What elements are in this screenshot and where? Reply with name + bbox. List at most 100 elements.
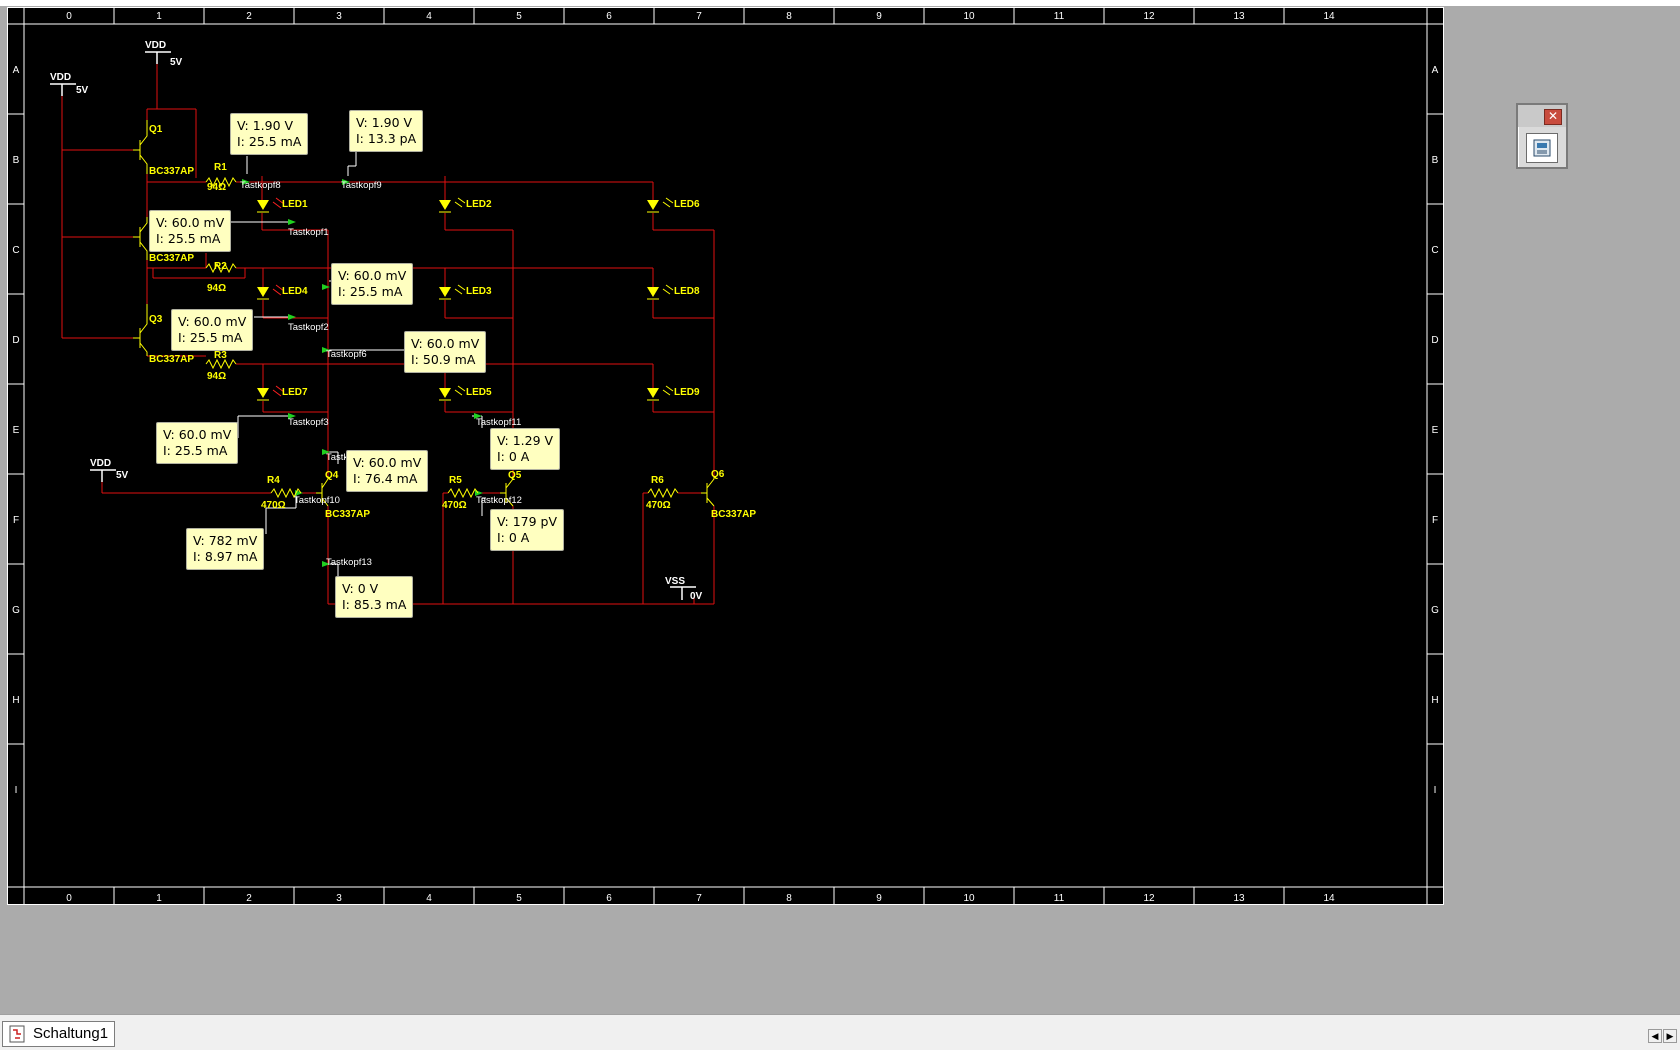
multimeter-icon — [1533, 139, 1551, 157]
ruler-column-label: 10 — [963, 11, 975, 22]
sheet-tab[interactable]: Schaltung1 — [2, 1021, 116, 1047]
ruler-column-label: 12 — [1143, 11, 1155, 22]
ruler-column-label: 11 — [1054, 11, 1065, 22]
ruler-column-label: 2 — [246, 11, 252, 22]
ruler-column-label: 5 — [516, 893, 522, 904]
sheet-tab-label: Schaltung1 — [33, 1025, 109, 1042]
q6-model: BC337AP — [711, 509, 756, 520]
ruler-row-label: H — [12, 695, 19, 706]
ruler-column-label: 2 — [246, 893, 252, 904]
r5-ref: R5 — [449, 475, 462, 486]
led3-label: LED3 — [466, 286, 492, 297]
ruler-column-label: 14 — [1323, 11, 1335, 22]
ruler-column-label: 7 — [696, 893, 702, 904]
q1-ref: Q1 — [149, 124, 163, 135]
r6-ref: R6 — [651, 475, 664, 486]
led4-symbol — [257, 284, 285, 300]
probe3-name: Tastkopf3 — [288, 417, 329, 428]
ruler-row-label: D — [1431, 335, 1438, 346]
ruler-column-label: 11 — [1054, 893, 1065, 904]
ruler-column-label: 13 — [1233, 893, 1245, 904]
probe1-name: Tastkopf1 — [288, 227, 329, 238]
ruler-column-label: 8 — [786, 893, 792, 904]
led1-symbol — [257, 197, 285, 213]
ruler-column-label: 6 — [606, 893, 612, 904]
ruler-row-label: E — [1432, 425, 1439, 436]
ruler-column-label: 12 — [1143, 893, 1155, 904]
svg-text:VDD: VDD — [90, 458, 111, 469]
q2-model: BC337AP — [149, 253, 194, 264]
ruler-row-label: B — [13, 155, 20, 166]
probe9-name: Tastkopf9 — [341, 180, 382, 191]
r1-value: 94Ω — [207, 182, 226, 193]
resistor-symbols — [205, 176, 679, 499]
q5-ref: Q5 — [508, 470, 522, 481]
led4-label: LED4 — [282, 286, 308, 297]
ruler-row-label: I — [15, 785, 18, 796]
transistor-symbols — [133, 120, 715, 507]
probe8-name: Tastkopf8 — [240, 180, 281, 191]
close-icon[interactable]: ✕ — [1544, 109, 1562, 125]
sheet-border — [8, 8, 1443, 904]
schematic-canvas[interactable]: 0011223344556677889910101111121213131414… — [8, 8, 1443, 904]
ruler-column-label: 1 — [156, 893, 162, 904]
ruler-row-label: G — [12, 605, 20, 616]
schematic-icon — [9, 1025, 25, 1043]
probe2-name: Tastkopf2 — [288, 322, 329, 333]
ruler-column-label: 13 — [1233, 11, 1245, 22]
q1-model: BC337AP — [149, 166, 194, 177]
r6-value: 470Ω — [646, 500, 671, 511]
r3-ref: R3 — [214, 350, 227, 361]
led7-symbol — [257, 385, 285, 401]
led9-symbol — [647, 385, 674, 401]
scroll-left-icon[interactable]: ◀ — [1648, 1029, 1662, 1043]
ruler-column-label: 4 — [426, 893, 432, 904]
ruler-column-label: 3 — [336, 11, 342, 22]
instrument-window[interactable]: ✕ — [1516, 103, 1568, 169]
ruler-column-label: 9 — [876, 11, 882, 22]
vdd-3: VDD 5V — [90, 458, 129, 481]
ruler-column-label: 0 — [66, 893, 72, 904]
instrument-button[interactable] — [1526, 133, 1558, 163]
ruler-column-label: 6 — [606, 11, 612, 22]
ruler-row-label: F — [1432, 515, 1438, 526]
led6-label: LED6 — [674, 199, 700, 210]
scroll-right-icon[interactable]: ▶ — [1663, 1029, 1677, 1043]
ruler-row-label: A — [13, 65, 20, 76]
ruler-row-label: E — [13, 425, 20, 436]
led1-label: LED1 — [282, 199, 308, 210]
ruler-column-label: 9 — [876, 893, 882, 904]
window-top-edge — [0, 0, 1680, 6]
ruler-row-label: H — [1431, 695, 1438, 706]
ruler-row-label: B — [1432, 155, 1439, 166]
r5-value: 470Ω — [442, 500, 467, 511]
wires — [61, 52, 715, 605]
svg-text:0V: 0V — [690, 591, 703, 602]
ruler-row-label: A — [1432, 65, 1439, 76]
svg-text:5V: 5V — [170, 57, 183, 68]
ruler-column-label: 8 — [786, 11, 792, 22]
probe10-name: Tastkopf10 — [294, 495, 340, 506]
r2-ref: R2 — [214, 261, 227, 272]
led9-label: LED9 — [674, 387, 700, 398]
q4-ref: Q4 — [325, 470, 339, 481]
svg-text:VDD: VDD — [50, 72, 71, 83]
q6-ref: Q6 — [711, 469, 725, 480]
r3-value: 94Ω — [207, 371, 226, 382]
vdd-1: VDD 5V — [145, 40, 183, 68]
led6-symbol — [647, 197, 674, 213]
